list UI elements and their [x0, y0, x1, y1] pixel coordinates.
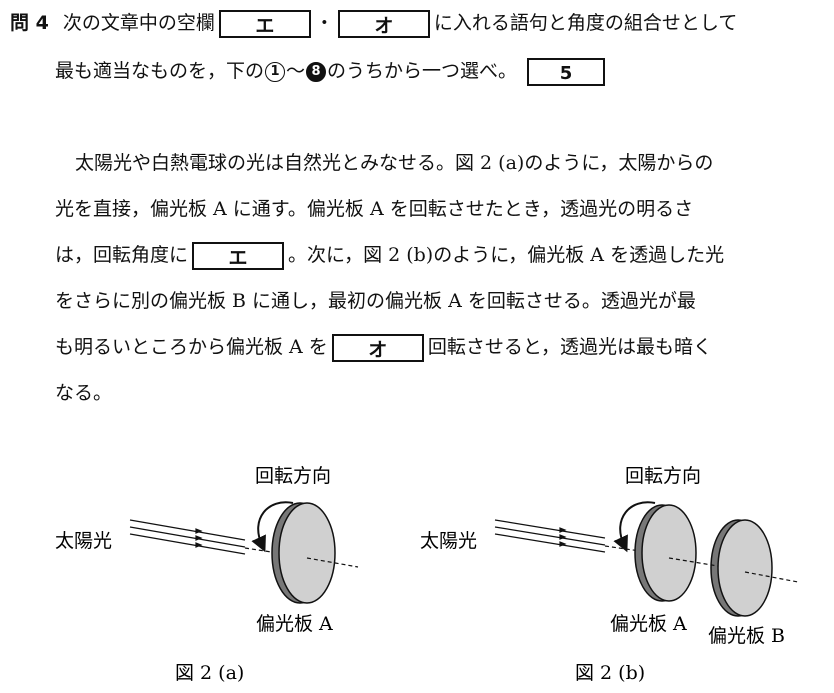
rotation-arrow-a: [251, 501, 294, 553]
blank-box-o: オ: [337, 10, 430, 38]
tilde: 〜: [286, 60, 306, 82]
blank-box-o-inline: オ: [331, 334, 424, 362]
choice-circle-8: 8: [306, 62, 327, 82]
question-line-1: 問 4 次の文章中の空欄エ・オに入れる語句と角度の組合せとして: [10, 6, 737, 40]
figure-2b: 回転方向 太陽光 偏光板 A 偏光板 B 図 2 (b): [420, 465, 799, 684]
figure-2a: 回転方向 太陽光 偏光板 A 図 2 (a): [55, 465, 359, 684]
sunlight-rays-b: [494, 519, 606, 553]
plate-label-a: 偏光板 A: [256, 613, 333, 635]
question-line2-b: のうちから一つ選べ。: [327, 60, 518, 82]
transmitted-axis-a: [306, 557, 359, 568]
rotation-label-a: 回転方向: [255, 465, 331, 487]
question-number: 問 4: [10, 12, 49, 34]
passage-line-4: をさらに別の偏光板 B に通し，最初の偏光板 A を回転させる。透過光が最: [55, 290, 696, 312]
polarizer-b: [710, 519, 773, 617]
blank-box-e: エ: [218, 10, 311, 38]
caption-2a: 図 2 (a): [175, 662, 244, 684]
polarizer-a-b: [634, 504, 697, 602]
rotation-label-b: 回転方向: [625, 465, 701, 487]
axis-between-plates: [668, 557, 719, 567]
plate-b-label: 偏光板 B: [708, 625, 785, 647]
passage-line-3: は，回転角度にエ。次に，図 2 (b)のように，偏光板 A を透過した光: [55, 238, 724, 272]
question-intro-b: に入れる語句と角度の組合せとして: [433, 12, 738, 34]
question-intro-a: 次の文章中の空欄: [62, 12, 215, 34]
passage-line-1: 太陽光や白熱電球の光は自然光とみなせる。図 2 (a)のように，太陽からの: [75, 152, 714, 174]
passage-line-3b: 。次に，図 2 (b)のように，偏光板 A を透過した光: [288, 244, 725, 266]
passage-line-5: も明るいところから偏光板 A をオ回転させると，透過光は最も暗く: [55, 330, 712, 364]
sun-label-b: 太陽光: [420, 530, 477, 552]
question-line2-a: 最も適当なものを，下の: [55, 60, 265, 82]
rotation-arrow-b: [613, 501, 656, 553]
passage-line-5b: 回転させると，透過光は最も暗く: [427, 336, 713, 358]
passage-line-3a: は，回転角度に: [55, 244, 189, 266]
answer-box: 5: [527, 58, 606, 86]
sunlight-rays-a: [129, 519, 246, 555]
blank-separator: ・: [314, 12, 334, 34]
passage-line-5a: も明るいところから偏光板 A を: [55, 336, 328, 358]
transmitted-axis-b: [744, 571, 799, 583]
passage-line-2: 光を直接，偏光板 A に通す。偏光板 A を回転させたとき，透過光の明るさ: [55, 198, 694, 220]
blank-box-e-inline: エ: [192, 242, 285, 270]
plate-a-label-b: 偏光板 A: [610, 613, 687, 635]
polarizer-a: [271, 502, 336, 604]
caption-2b: 図 2 (b): [575, 662, 645, 684]
passage-line-6: なる。: [55, 382, 113, 404]
choice-circle-1: 1: [265, 62, 286, 82]
sun-label-a: 太陽光: [55, 530, 112, 552]
